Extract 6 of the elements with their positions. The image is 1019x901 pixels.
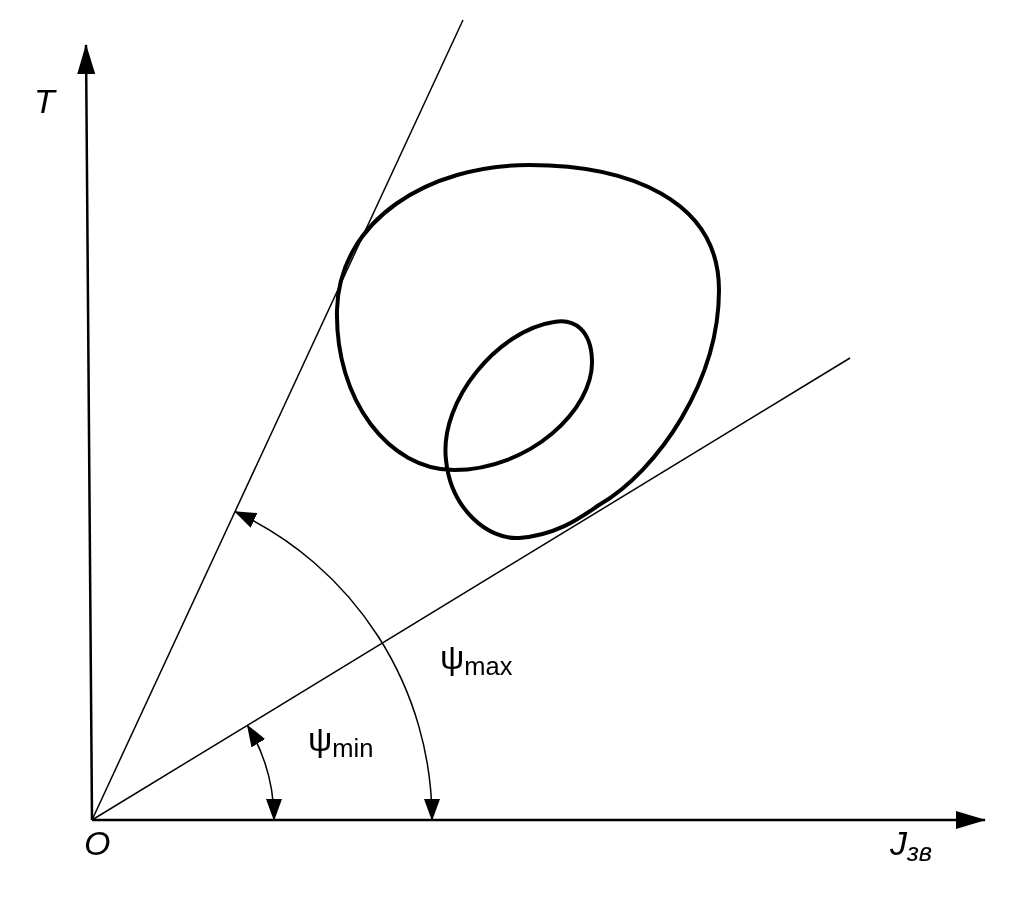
axis-label: J$_{зв}$: [890, 826, 933, 860]
origin-label: O: [84, 826, 111, 860]
angle-label: ψ$_{max}$: [440, 640, 513, 674]
angle-label: ψ$_{min}$: [308, 722, 374, 756]
axis-label: T: [34, 84, 55, 118]
loop-curve: [335, 163, 721, 540]
